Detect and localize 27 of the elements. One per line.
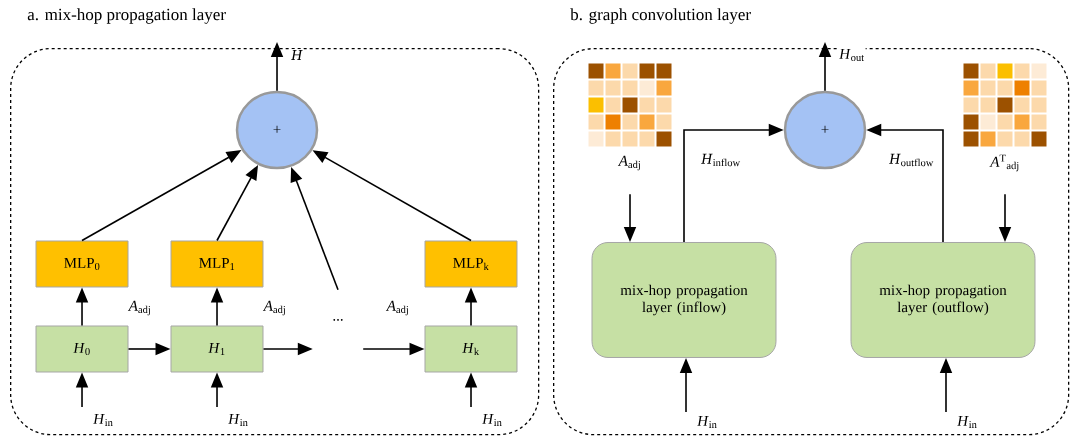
edge-label: H$_{in}$ (481, 413, 504, 427)
matrix-drawing (963, 63, 1047, 147)
edge-label: H$_{outflow}$ (888, 152, 935, 168)
matrix-label: A$_{adj}$ (262, 300, 285, 316)
matrix-label: A$^{T}$adj (989, 154, 1019, 172)
hidden-state-box: H$_{k}$ (424, 325, 518, 373)
edge-label: H (290, 49, 304, 61)
mlp-box: MLP$_{1}$ (170, 240, 264, 288)
panel-title: b. graph convolution layer (570, 8, 751, 24)
edge-label: H$_{in}$ (696, 415, 719, 429)
mlp-box: MLP$_{k}$ (424, 240, 518, 288)
edge-label: H$_{inflow}$ (700, 152, 742, 168)
edge-label: H$_{in}$ (92, 413, 115, 427)
matrix-label: A$_{adj}$ (385, 300, 408, 316)
edge-label: H$_{out}$ (838, 47, 866, 63)
edge-label: H$_{in}$ (227, 413, 250, 427)
hidden-state-box: H$_{0}$ (35, 325, 129, 373)
matrix-label: A$_{adj}$ (127, 300, 150, 316)
matrix-label: A$_{adj}$ (617, 155, 640, 171)
panel-title: a. mix-hop propagation layer (27, 8, 226, 24)
layer-box: mix-hop propagation layer (inflow) (591, 242, 777, 358)
edge-label: H$_{in}$ (956, 415, 979, 429)
ellipsis-text: ... (333, 319, 343, 321)
mlp-box: MLP$_{0}$ (35, 240, 129, 288)
matrix-drawing (588, 63, 672, 147)
hidden-state-box: H$_{1}$ (170, 325, 264, 373)
layer-box: mix-hop propagation layer (outflow) (850, 242, 1036, 358)
